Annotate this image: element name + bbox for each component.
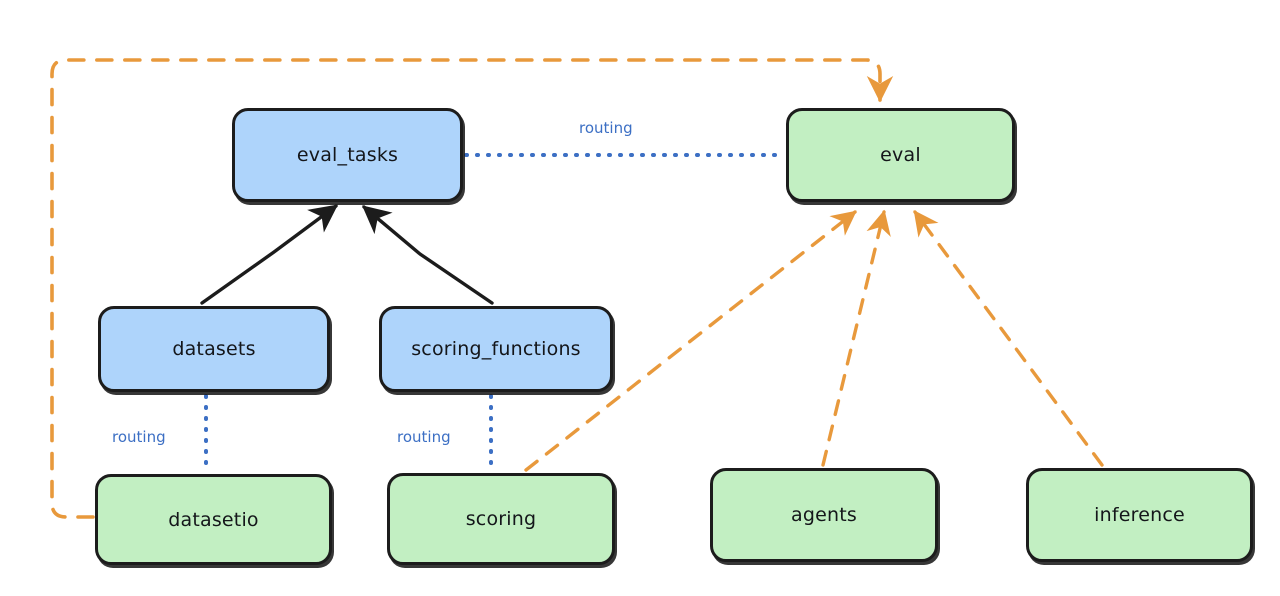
edge-inference-to-eval: [913, 210, 1104, 467]
node-datasets[interactable]: datasets: [98, 306, 330, 392]
node-eval[interactable]: eval: [786, 108, 1015, 202]
node-agents[interactable]: agents: [710, 468, 938, 562]
node-scoring[interactable]: scoring: [387, 473, 615, 565]
edge-agents-to-eval: [821, 209, 891, 467]
edge-datasetio-to-eval: [50, 58, 894, 519]
edge-label-routing-eval_tasks-eval: routing: [579, 119, 633, 137]
edge-label-routing-scoring_functions-scoring: routing: [397, 428, 451, 446]
node-label-eval: eval: [880, 144, 921, 166]
node-label-datasets: datasets: [172, 338, 256, 360]
node-label-inference: inference: [1094, 504, 1185, 526]
node-label-eval_tasks: eval_tasks: [296, 144, 399, 166]
node-label-datasetio: datasetio: [168, 508, 259, 531]
node-label-agents: agents: [791, 504, 857, 526]
node-eval_tasks[interactable]: eval_tasks: [232, 108, 463, 202]
edge-label-routing-datasets-datasetio: routing: [112, 428, 166, 446]
node-label-scoring: scoring: [465, 508, 537, 530]
edge-datasets-to-eval-tasks: [200, 204, 339, 305]
node-label-scoring_functions: scoring_functions: [411, 338, 581, 360]
edge-scoring-functions-to-eval-tasks: [362, 205, 494, 305]
node-scoring_functions[interactable]: scoring_functions: [379, 306, 613, 392]
edge-scoring-to-eval: [524, 210, 857, 472]
node-datasetio[interactable]: datasetio: [95, 474, 332, 565]
node-inference[interactable]: inference: [1026, 468, 1253, 562]
